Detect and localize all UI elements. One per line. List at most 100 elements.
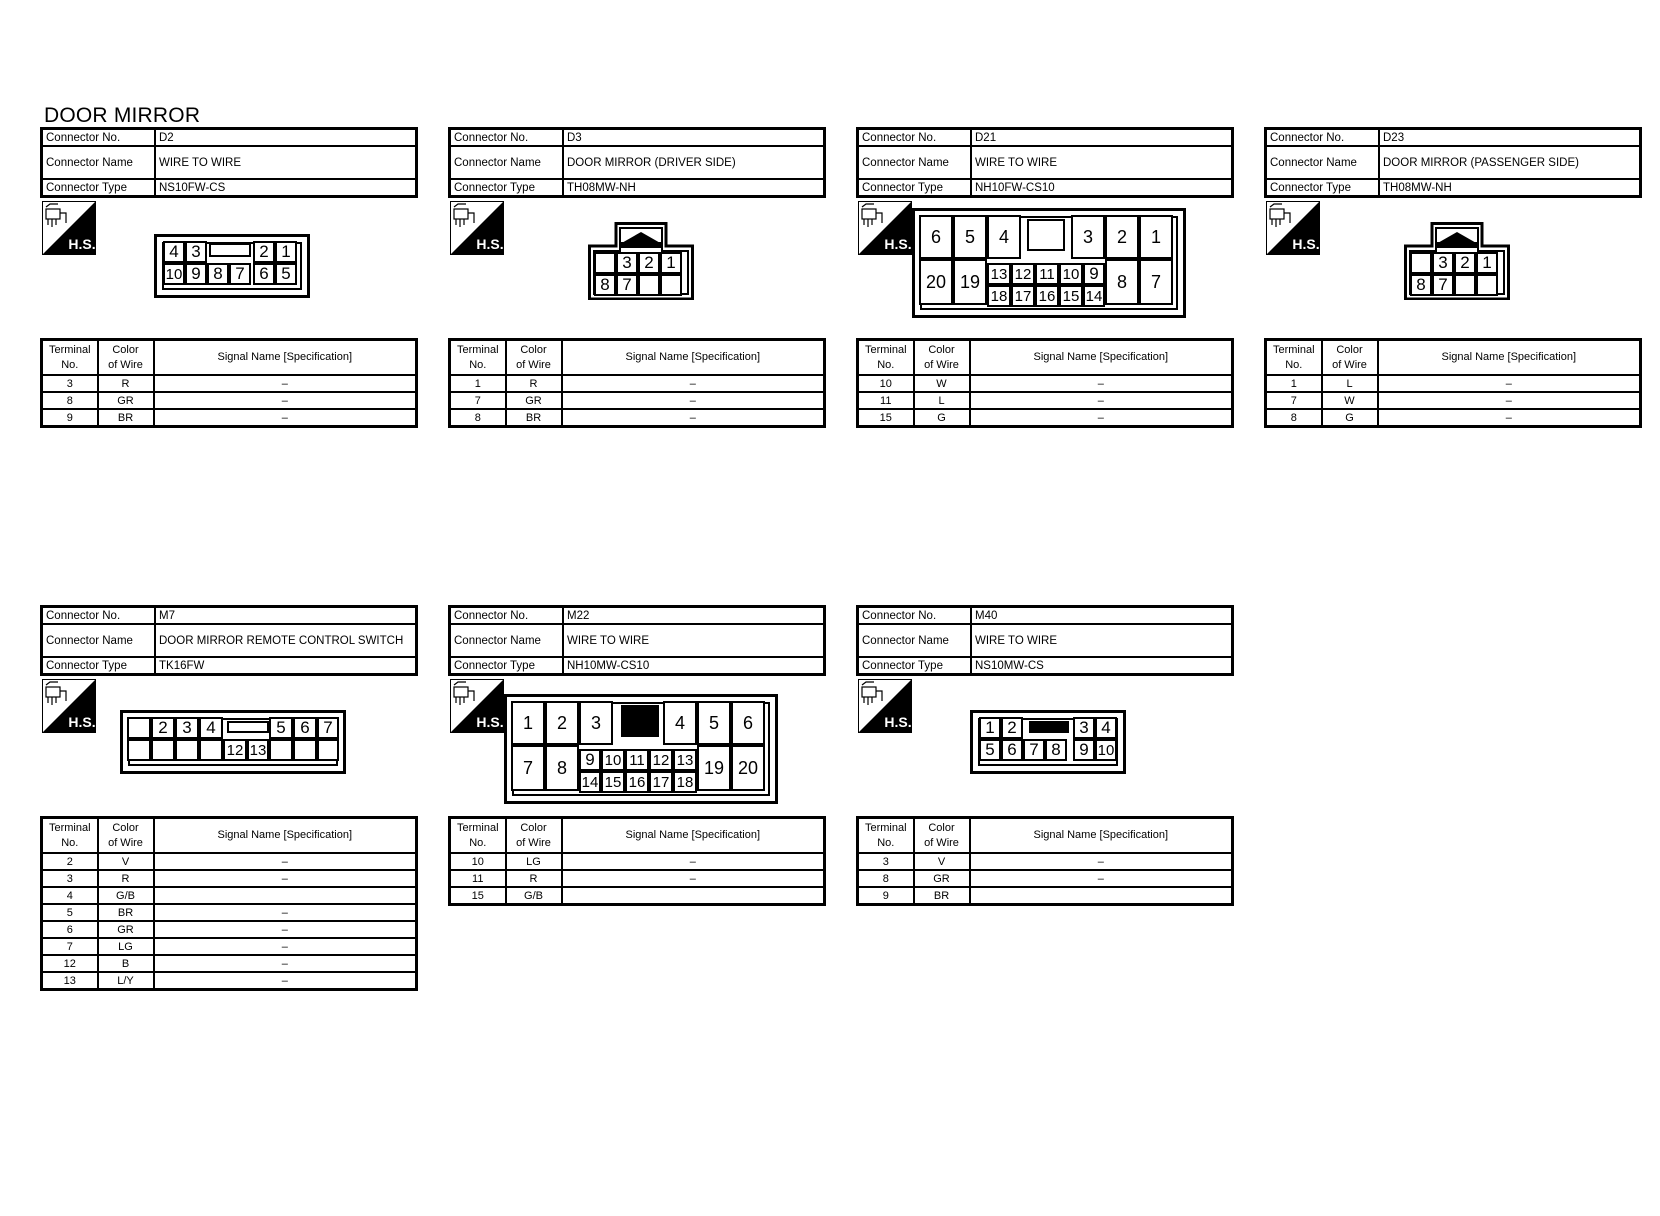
terminal-no: 9 bbox=[40, 408, 99, 428]
signal-name: – bbox=[560, 852, 826, 871]
terminal-cell: 4 bbox=[1095, 717, 1117, 739]
wire-color: BR bbox=[96, 408, 155, 428]
wire-color: GR bbox=[912, 869, 971, 888]
harness-side-icon: H.S. bbox=[858, 201, 912, 255]
wire-color: BR bbox=[912, 886, 971, 906]
wire-color: G/B bbox=[504, 886, 563, 906]
terminal-cell: 17 bbox=[1011, 285, 1035, 307]
hs-label: H.S. bbox=[1292, 236, 1319, 252]
connector-type-value: NH10MW-CS10 bbox=[562, 656, 826, 676]
wire-color: LG bbox=[504, 852, 563, 871]
terminal-no: 15 bbox=[448, 886, 507, 906]
signal-name-header: Signal Name [Specification] bbox=[968, 338, 1234, 376]
connector-type-label: Connector Type bbox=[40, 178, 156, 198]
signal-name: – bbox=[560, 869, 826, 888]
wire-color: G/B bbox=[96, 886, 155, 905]
terminal-cell: 9 bbox=[1083, 263, 1105, 285]
terminal-cell bbox=[127, 739, 151, 761]
terminal-no: 3 bbox=[856, 852, 915, 871]
wire-color: V bbox=[912, 852, 971, 871]
harness-side-icon: H.S. bbox=[42, 679, 96, 733]
terminal-cell: 1 bbox=[979, 717, 1001, 739]
terminal-cell: 5 bbox=[979, 739, 1001, 761]
connector-no-label: Connector No. bbox=[856, 127, 972, 147]
connector-name-value: WIRE TO WIRE bbox=[562, 623, 826, 658]
connector-type-label: Connector Type bbox=[856, 178, 972, 198]
terminal-cell: 5 bbox=[953, 215, 987, 259]
hs-label: H.S. bbox=[476, 236, 503, 252]
terminal-no: 8 bbox=[856, 869, 915, 888]
connector-type-value: NH10FW-CS10 bbox=[970, 178, 1234, 198]
terminal-cell: 5 bbox=[697, 701, 731, 745]
terminal-cell bbox=[151, 739, 175, 761]
connector-key bbox=[621, 705, 659, 737]
terminal-cell: 8 bbox=[1410, 274, 1432, 296]
wire-color: L/Y bbox=[96, 971, 155, 991]
terminal-cell: 3 bbox=[1071, 215, 1105, 259]
connector-type-label: Connector Type bbox=[1264, 178, 1380, 198]
terminal-cell: 12 bbox=[649, 749, 673, 771]
terminal-no: 3 bbox=[40, 374, 99, 393]
terminal-cell: 12 bbox=[1011, 263, 1035, 285]
terminal-cell: 6 bbox=[293, 717, 317, 739]
terminal-cell: 16 bbox=[1035, 285, 1059, 307]
terminal-cell bbox=[199, 739, 223, 761]
terminal-cell: 9 bbox=[185, 263, 207, 285]
terminal-cell: 2 bbox=[1105, 215, 1139, 259]
terminal-no: 10 bbox=[448, 852, 507, 871]
signal-name bbox=[968, 886, 1234, 906]
terminal-cell: 8 bbox=[1045, 739, 1067, 761]
terminal-cell: 2 bbox=[638, 252, 660, 274]
terminal-cell bbox=[293, 739, 317, 761]
connector-name-label: Connector Name bbox=[856, 623, 972, 658]
terminal-no: 4 bbox=[40, 886, 99, 905]
terminal-cell: 2 bbox=[253, 241, 275, 263]
harness-side-icon: H.S. bbox=[450, 679, 504, 733]
signal-name-header: Signal Name [Specification] bbox=[152, 338, 418, 376]
terminal-cell: 13 bbox=[247, 739, 269, 761]
connector-name-value: DOOR MIRROR REMOTE CONTROL SWITCH bbox=[154, 623, 418, 658]
signal-name-header: Signal Name [Specification] bbox=[1376, 338, 1642, 376]
connector-no-label: Connector No. bbox=[448, 605, 564, 625]
harness-side-icon: H.S. bbox=[450, 201, 504, 255]
hs-label: H.S. bbox=[884, 714, 911, 730]
connector-key bbox=[227, 721, 269, 733]
terminal-cell: 13 bbox=[987, 263, 1011, 285]
signal-name: – bbox=[560, 391, 826, 410]
signal-name: – bbox=[152, 971, 418, 991]
connector-key bbox=[209, 243, 251, 257]
terminal-cell: 2 bbox=[545, 701, 579, 745]
hs-label: H.S. bbox=[476, 714, 503, 730]
terminal-no: 15 bbox=[856, 408, 915, 428]
connector-no-label: Connector No. bbox=[40, 605, 156, 625]
signal-name-header: Signal Name [Specification] bbox=[968, 816, 1234, 854]
connector-key bbox=[1027, 219, 1065, 251]
